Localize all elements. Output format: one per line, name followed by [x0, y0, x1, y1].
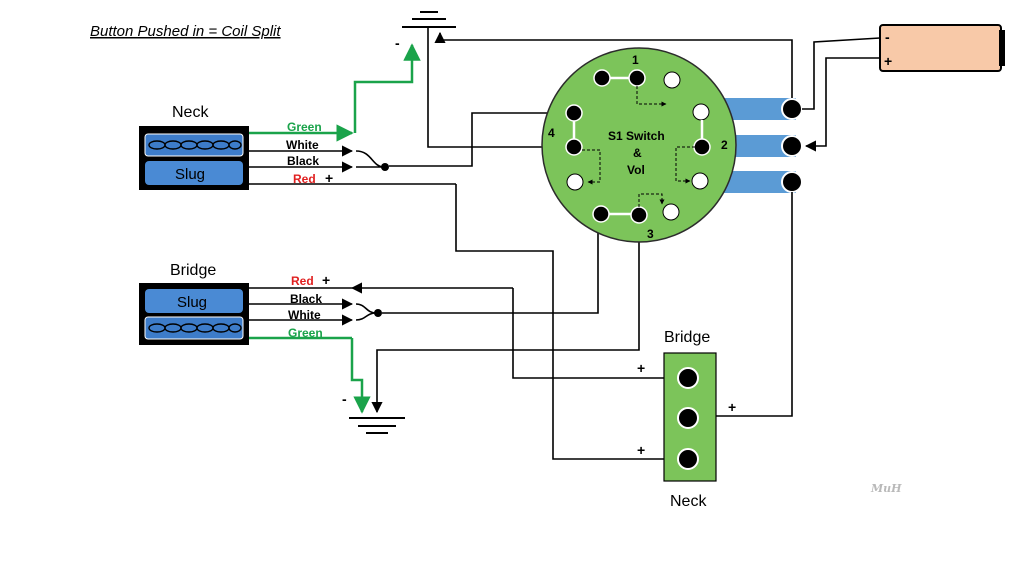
switch-title-line2: &: [633, 146, 642, 160]
neck-red-plus: +: [325, 170, 333, 186]
switch-pin-label-2: 2: [721, 138, 728, 152]
bridge-black-label: Black: [290, 292, 322, 306]
output-plus-common: +: [728, 399, 736, 415]
bridge-white-label: White: [288, 308, 321, 322]
neck-green-label: Green: [287, 120, 322, 134]
bottom-ground-minus: -: [342, 391, 347, 407]
bridge-pickup-label: Bridge: [170, 262, 216, 279]
neck-pickup: Slug: [139, 126, 249, 190]
output-terminal-common: [677, 407, 699, 429]
diagram-title: Button Pushed in = Coil Split: [90, 23, 281, 40]
output-neck-label: Neck: [670, 493, 707, 510]
neck-white-label: White: [286, 138, 319, 152]
switch-pin-2c: [691, 172, 709, 190]
neck-pickup-label: Neck: [172, 104, 209, 121]
bridge-pickup: Slug: [139, 283, 249, 345]
bridge-pole-row: [144, 316, 244, 340]
output-plus-bridge: +: [637, 360, 645, 376]
output-plus-neck: +: [637, 442, 645, 458]
switch-pin-3b: [630, 206, 648, 224]
output-terminal-bridge: [677, 367, 699, 389]
bridge-red-label: Red: [291, 274, 314, 288]
switch-pin-1b: [628, 69, 646, 87]
switch-pin-label-3: 3: [647, 227, 654, 241]
neck-series-junction: [381, 163, 389, 171]
output-bridge-label: Bridge: [664, 329, 710, 346]
bridge-red-plus: +: [322, 272, 330, 288]
neck-black-label: Black: [287, 154, 319, 168]
top-ground-minus: -: [395, 35, 400, 51]
bridge-green-label: Green: [288, 326, 323, 340]
neck-pole-row: [144, 133, 244, 157]
switch-title-line1: S1 Switch: [608, 129, 665, 143]
switch-pin-4a: [565, 104, 583, 122]
output-terminal-neck: [677, 448, 699, 470]
jack-plus: +: [884, 53, 892, 69]
output-terminal-board: [663, 352, 717, 482]
switch-pin-2a: [692, 103, 710, 121]
switch-body: [541, 47, 737, 243]
switch-pin-label-1: 1: [632, 53, 639, 67]
switch-pin-label-4: 4: [548, 126, 555, 140]
switch-title-line3: Vol: [627, 163, 645, 177]
neck-slug-coil: [145, 161, 243, 185]
output-jack: - +: [879, 24, 1005, 72]
switch-pin-2b: [693, 138, 711, 156]
switch-pin-1c: [663, 71, 681, 89]
switch-pin-4c: [566, 173, 584, 191]
neck-slug-label: Slug: [175, 166, 205, 183]
bottom-ground-symbol: [349, 417, 405, 434]
neck-red-label: Red: [293, 172, 316, 186]
s1-switch-volume-pot: 1 2 3 4 S1 Switch & Vol: [541, 47, 803, 243]
top-ground-symbol: [402, 11, 456, 28]
jack-minus: -: [885, 29, 890, 45]
switch-pin-4b: [565, 138, 583, 156]
bridge-slug-label: Slug: [177, 294, 207, 311]
author-signature: MuH: [870, 482, 902, 495]
bridge-series-junction: [374, 309, 382, 317]
bridge-slug-coil: [145, 289, 243, 313]
switch-pin-1a: [593, 69, 611, 87]
switch-pin-3c: [662, 203, 680, 221]
switch-pin-3a: [592, 205, 610, 223]
